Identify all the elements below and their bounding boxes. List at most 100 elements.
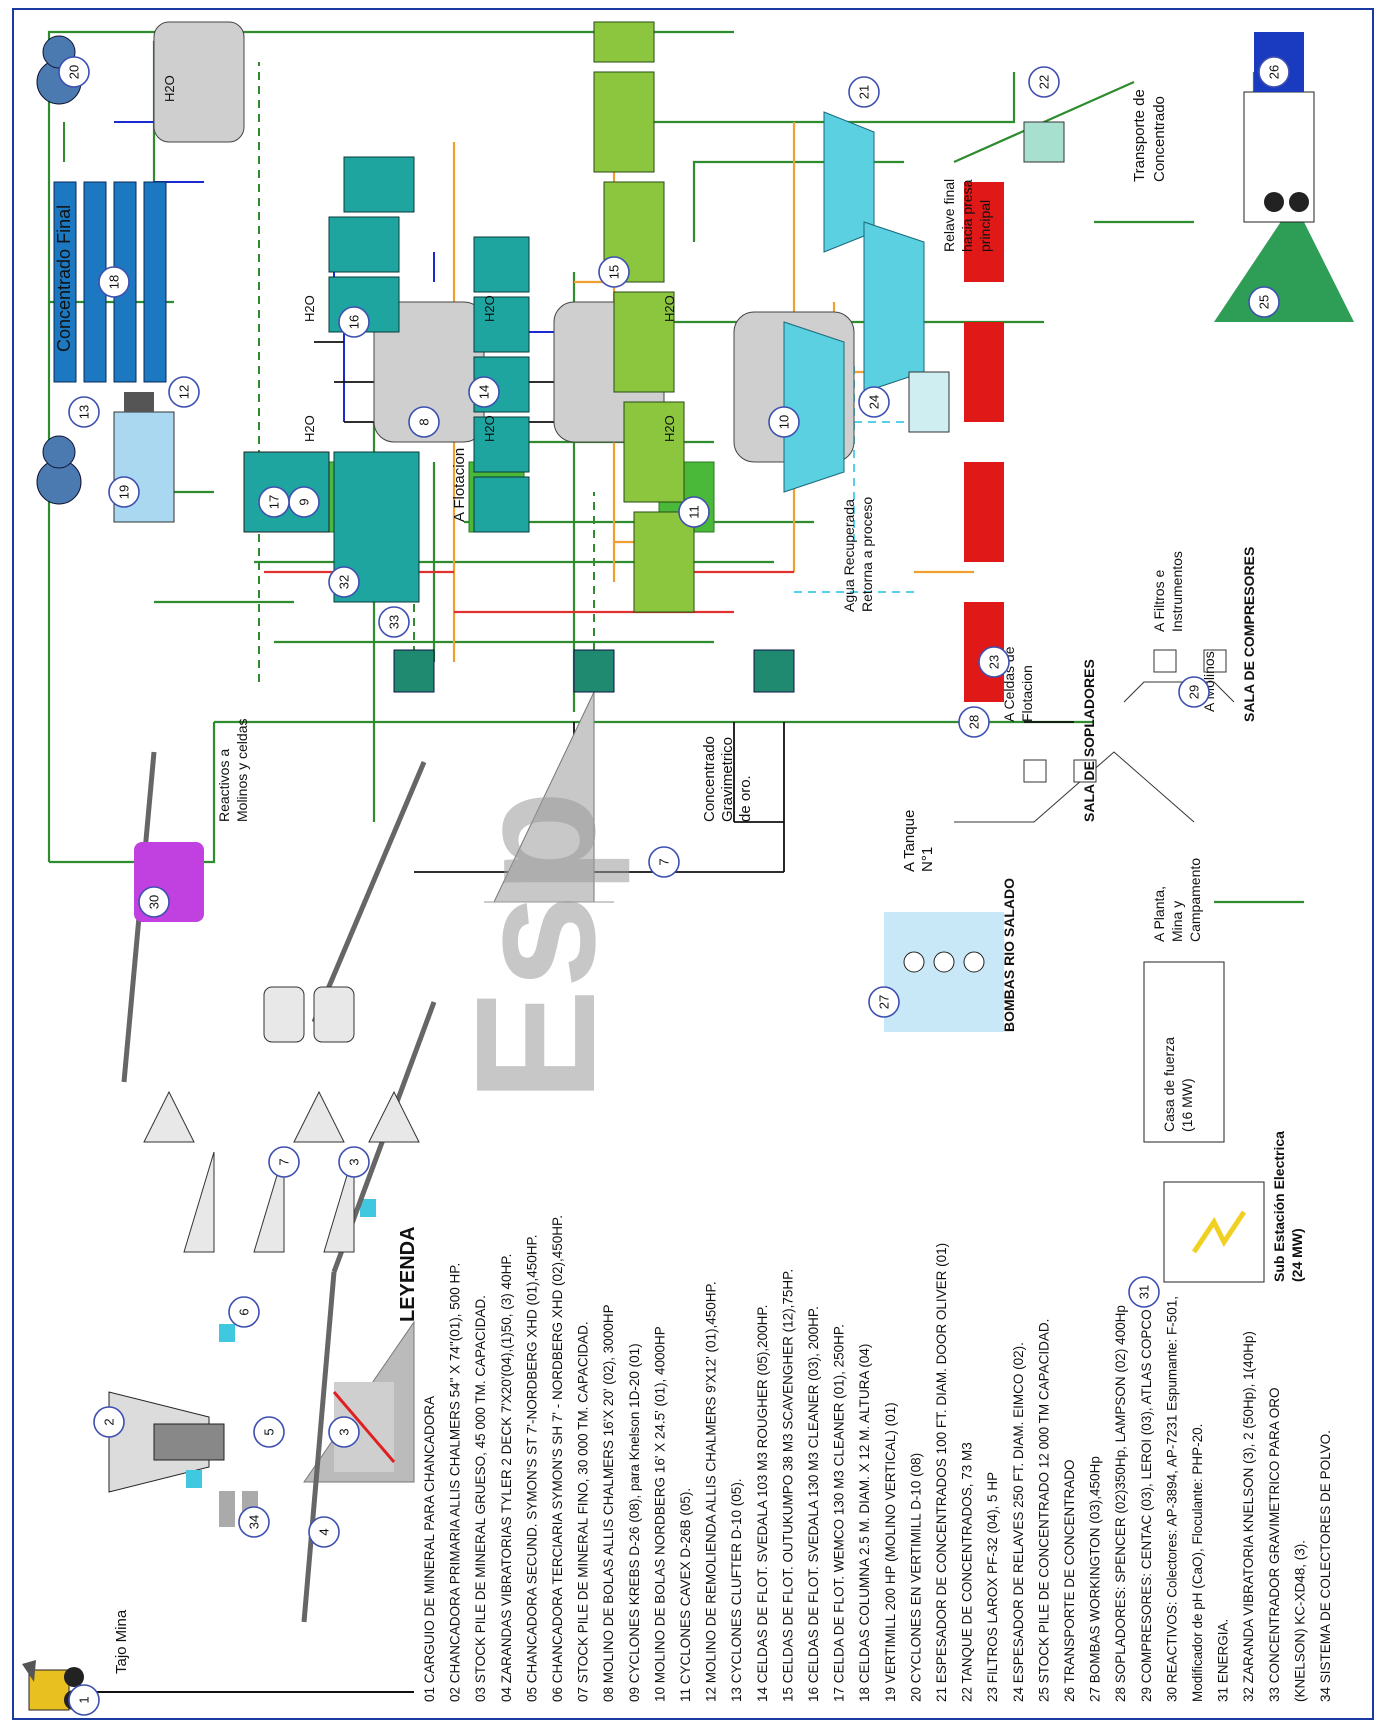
equipment-number-label: 18 <box>107 275 122 289</box>
h2o-label: H2O <box>482 415 497 442</box>
screens-crushers-icon <box>144 987 419 1252</box>
equipment-number-24: 24 <box>859 387 889 417</box>
a-filtros-label-1: A Filtros e <box>1151 570 1167 632</box>
equipment-number-9: 9 <box>289 487 319 517</box>
legend-entry: 09 CYCLONES KREBS D-26 (08), para Knelso… <box>627 1343 642 1702</box>
a-flotacion-label: A Flotacion <box>451 448 468 522</box>
relave-final-label-2: hacia presa <box>959 179 975 252</box>
equipment-number-label: 8 <box>417 418 432 425</box>
equipment-number-label: 22 <box>1037 75 1052 89</box>
legend-entry: 12 MOLINO DE REMOLIENDA ALLIS CHALMERS 9… <box>704 1281 719 1702</box>
legend-entry: 03 STOCK PILE DE MINERAL GRUESO, 45 000 … <box>473 1295 488 1702</box>
legend-entry: 04 ZARANDAS VIBRATORIAS TYLER 2 DECK 7'X… <box>499 1254 514 1702</box>
equipment-number-label: 13 <box>77 405 92 419</box>
equipment-number-18: 18 <box>99 267 129 297</box>
equipment-number-label: 33 <box>387 615 402 629</box>
legend-entry: 23 FILTROS LAROX PF-32 (04), 5 HP <box>985 1472 1000 1702</box>
equipment-number-label: 32 <box>337 575 352 589</box>
h2o-label: H2O <box>662 415 677 442</box>
legend-entry: 32 ZARANDA VIBRATORIA KNELSON (3), 2 (50… <box>1241 1331 1256 1702</box>
legend-entry: 07 STOCK PILE DE MINERAL FINO, 30 000 TM… <box>576 1321 591 1702</box>
concentrado-grav-label-3: de oro. <box>737 775 754 822</box>
legend-heading: LEYENDA <box>397 1226 419 1322</box>
legend-entry: 22 TANQUE DE CONCENTRADOS, 73 M3 <box>960 1442 975 1702</box>
sala-sopladores-label: SALA DE SOPLADORES <box>1081 659 1097 822</box>
transporte-label-2: Concentrado <box>1151 96 1168 182</box>
h2o-label: H2O <box>482 295 497 322</box>
equipment-number-3: 3 <box>339 1147 369 1177</box>
equipment-number-label: 3 <box>347 1158 362 1165</box>
equipment-number-label: 5 <box>262 1428 277 1435</box>
agua-recuperada-label-1: Agua Recuperada <box>841 499 857 612</box>
legend-entry: 11 CYCLONES CAVEX D-26B (05). <box>678 1488 693 1702</box>
legend-entry: 06 CHANCADORA TERCIARIA SYMON'S SH 7' - … <box>550 1215 565 1702</box>
legend-entry: 02 CHANCADORA PRIMARIA ALLIS CHALMERS 54… <box>448 1263 463 1702</box>
legend-entry: 25 STOCK PILE DE CONCENTRADO 12 000 TM C… <box>1036 1319 1051 1702</box>
filters-icon <box>964 182 1004 702</box>
equipment-number-2: 2 <box>94 1407 124 1437</box>
reactivos-label-2: Molinos y celdas <box>234 719 250 823</box>
equipment-number-label: 23 <box>987 655 1002 669</box>
a-tanque-label-1: A Tanque <box>901 810 918 872</box>
casa-fuerza-label-2: (16 MW) <box>1179 1078 1195 1132</box>
equipment-number-label: 26 <box>1267 65 1282 79</box>
a-celdas-label-2: Flotacion <box>1019 665 1035 722</box>
bombas-label: BOMBAS RIO SALADO <box>1001 878 1017 1032</box>
equipment-number-label: 7 <box>657 858 672 865</box>
equipment-number-label: 27 <box>877 995 892 1009</box>
sala-compresores-label: SALA DE COMPRESORES <box>1241 547 1257 722</box>
tajo-mina-label: Tajo Mina <box>113 1609 130 1674</box>
equipment-number-33: 33 <box>379 607 409 637</box>
wemco-cell-icon <box>244 452 329 532</box>
equipment-number-12: 12 <box>169 377 199 407</box>
agua-recuperada-label-2: Retorna a proceso <box>859 497 875 612</box>
diagram-frame: Esp Concentrado Final Tajo Mina LEYENDA … <box>12 8 1374 1720</box>
equipment-number-29: 29 <box>1179 677 1209 707</box>
watermark-logo: Esp <box>441 790 631 1102</box>
legend-entry: 30 REACTIVOS: Colectores: AP-3894, AP-72… <box>1164 1296 1179 1702</box>
concentrate-tank-icon <box>1024 122 1064 162</box>
storage-tank-icon <box>909 372 949 432</box>
equipment-number-label: 4 <box>317 1528 332 1535</box>
h2o-label: H2O <box>302 415 317 442</box>
svg-text:Esp: Esp <box>441 790 631 1102</box>
equipment-number-label: 9 <box>297 498 312 505</box>
flowsheet-svg: Esp Concentrado Final Tajo Mina LEYENDA … <box>14 10 1374 1720</box>
flowsheet-stage: Esp Concentrado Final Tajo Mina LEYENDA … <box>14 10 1374 1720</box>
equipment-number-label: 16 <box>347 315 362 329</box>
equipment-number-label: 12 <box>177 385 192 399</box>
equipment-number-23: 23 <box>979 647 1009 677</box>
legend-entry: 17 CELDA DE FLOT. WEMCO 130 M3 CLEANER (… <box>832 1324 847 1702</box>
equipment-number-14: 14 <box>469 377 499 407</box>
equipment-number-label: 21 <box>857 85 872 99</box>
equipment-number-11: 11 <box>679 497 709 527</box>
legend-entry: 05 CHANCADORA SECUND. SYMON'S ST 7'-NORD… <box>524 1234 539 1702</box>
equipment-number-31: 31 <box>1129 1277 1159 1307</box>
equipment-number-30: 30 <box>139 887 169 917</box>
equipment-number-label: 25 <box>1257 295 1272 309</box>
legend-entry: 21 ESPESADOR DE CONCENTRADOS 100 FT. DIA… <box>934 1243 949 1702</box>
legend-entry: 18 CELDAS COLUMNA 2.5 M. DIAM. X 12 M. A… <box>857 1344 872 1702</box>
legend-entry: 20 CYCLONES EN VERTIMILL D-10 (08) <box>908 1453 923 1702</box>
equipment-number-4: 4 <box>309 1517 339 1547</box>
equipment-number-label: 14 <box>477 385 492 399</box>
legend-entry: 16 CELDAS DE FLOT. SVEDALA 130 M3 CLEANE… <box>806 1306 821 1702</box>
equipment-number-7: 7 <box>269 1147 299 1177</box>
equipment-number-1: 1 <box>69 1685 99 1715</box>
equipment-number-34: 34 <box>239 1507 269 1537</box>
equipment-number-22: 22 <box>1029 67 1059 97</box>
equipment-number-15: 15 <box>599 257 629 287</box>
equipment-number-20: 20 <box>59 57 89 87</box>
legend-entry: 29 COMPRESORES: CENTAC (03), LEROI (03),… <box>1139 1282 1154 1702</box>
reactivos-label-1: Reactivos a <box>216 749 232 822</box>
relave-final-label-1: Relave final <box>941 179 957 252</box>
legend-entry: 08 MOLINO DE BOLAS ALLIS CHALMERS 16'X 2… <box>601 1304 616 1702</box>
primary-crusher-icon <box>109 1392 258 1527</box>
legend-entry: 28 SOPLADORES: SPENCER (02)350Hp, LAMPSO… <box>1113 1305 1128 1702</box>
a-tanque-label-2: N°1 <box>919 847 936 872</box>
equipment-number-label: 31 <box>1137 1285 1152 1299</box>
a-planta-label-2: Mina y <box>1169 901 1185 942</box>
legend-entry: 24 ESPESADOR DE RELAVES 250 FT. DIAM. EI… <box>1011 1342 1026 1702</box>
a-planta-label-1: A Planta, <box>1151 886 1167 942</box>
